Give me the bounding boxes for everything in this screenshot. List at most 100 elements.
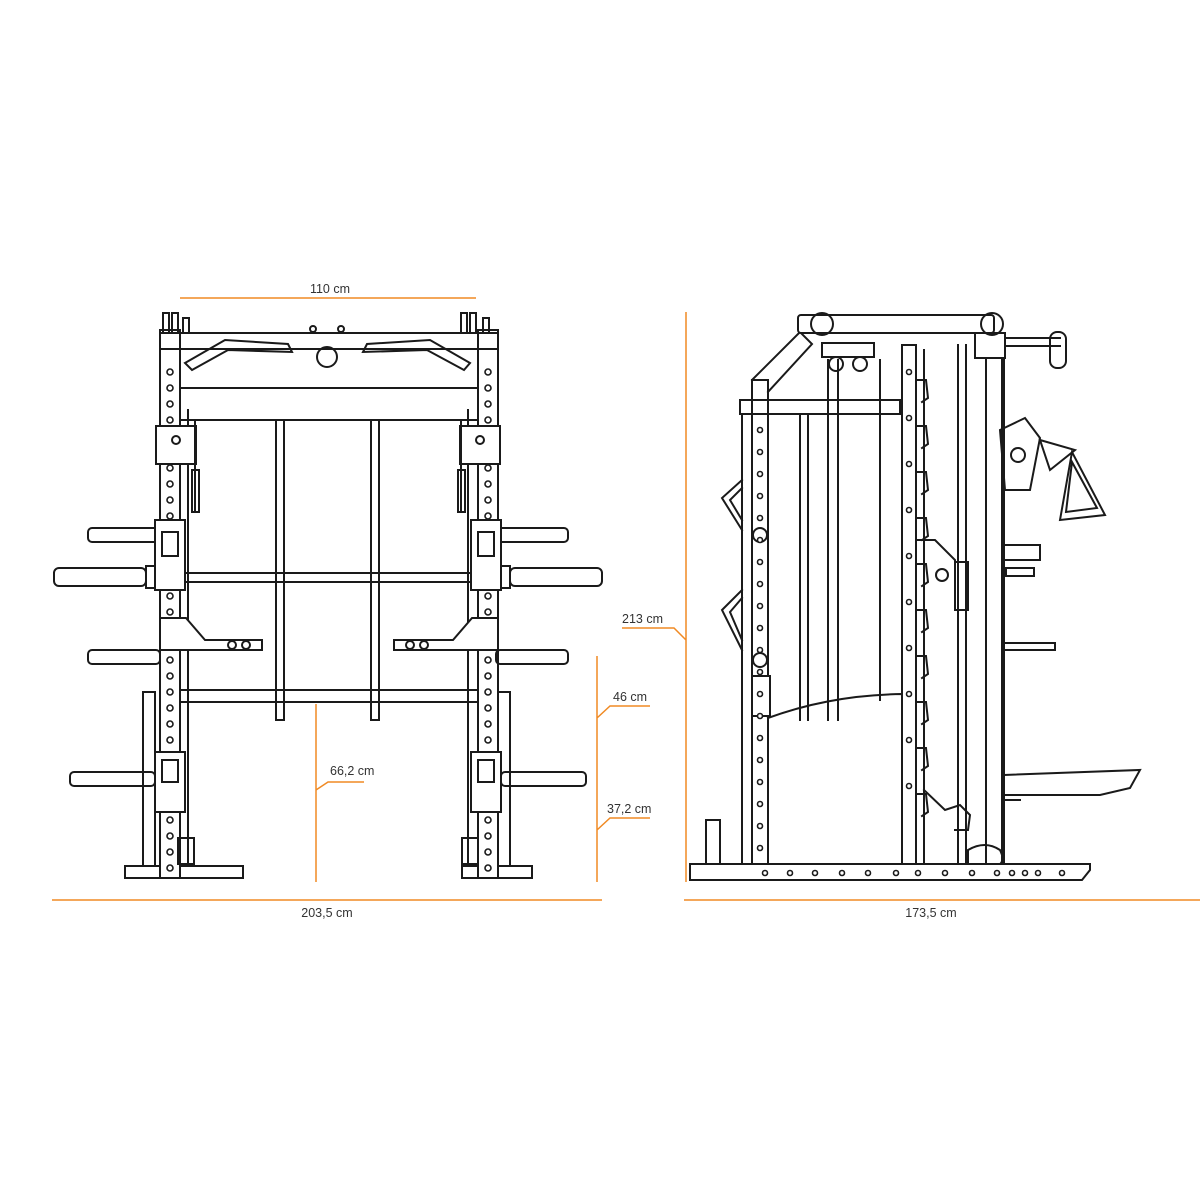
side-stop <box>705 819 721 865</box>
post-holes <box>756 426 764 852</box>
hole <box>484 704 492 712</box>
hole <box>166 848 174 856</box>
hole <box>905 368 913 376</box>
hole <box>756 470 764 478</box>
left-upper-horn <box>87 527 161 543</box>
center-guide-left <box>275 419 285 721</box>
hole <box>838 869 846 877</box>
dim-label-side-depth: 173,5 cm <box>905 906 956 920</box>
dim-line-spotter-heights <box>596 656 650 882</box>
pulley <box>852 356 868 372</box>
bolt <box>475 435 485 445</box>
j-hook <box>915 563 930 588</box>
hole <box>756 844 764 852</box>
side-smith-hook <box>917 539 969 611</box>
hole <box>756 558 764 566</box>
j-hook <box>915 747 930 772</box>
hole <box>484 720 492 728</box>
hole <box>484 816 492 824</box>
hole <box>484 848 492 856</box>
hole <box>756 448 764 456</box>
hole <box>166 832 174 840</box>
hole <box>905 414 913 422</box>
dim-line-bar-height <box>315 704 364 882</box>
bolt <box>227 640 237 650</box>
hole <box>756 734 764 742</box>
side-angled-top <box>750 330 814 394</box>
hole <box>166 864 174 872</box>
hole <box>892 869 900 877</box>
cap <box>460 312 468 334</box>
bolt <box>419 640 429 650</box>
hole <box>1021 869 1029 877</box>
side-mid-bar <box>739 399 901 415</box>
bolt <box>337 325 345 333</box>
j-hook <box>915 425 930 450</box>
hole <box>756 712 764 720</box>
top-pulley <box>316 346 338 368</box>
left-mid-horn <box>87 649 161 665</box>
hole <box>905 460 913 468</box>
pullup-grip <box>1049 331 1067 369</box>
side-rear-tray <box>1003 768 1142 796</box>
hole <box>166 496 174 504</box>
hole <box>905 598 913 606</box>
cap <box>162 312 170 334</box>
side-tricep-rope <box>1058 448 1107 522</box>
top-crossbar <box>159 332 499 350</box>
hole <box>756 756 764 764</box>
hole <box>905 736 913 744</box>
hole <box>1058 869 1066 877</box>
j-hook <box>915 379 930 404</box>
hole <box>484 736 492 744</box>
left-pullup-handle <box>183 338 294 372</box>
hole <box>166 400 174 408</box>
right-pullup-handle <box>361 338 472 372</box>
hole <box>756 778 764 786</box>
dim-label-top-width: 110 cm <box>310 282 350 296</box>
hole <box>761 869 769 877</box>
slot <box>161 531 179 557</box>
hole <box>756 624 764 632</box>
left-cable-handle <box>191 469 200 513</box>
hole <box>756 602 764 610</box>
hole <box>905 506 913 514</box>
barbell-left-sleeve <box>53 567 147 587</box>
pulley <box>1010 447 1026 463</box>
bolt <box>309 325 317 333</box>
side-lower-hook <box>922 788 972 831</box>
hole <box>756 690 764 698</box>
hole <box>166 688 174 696</box>
dim-label-total-height: 213 cm <box>622 612 663 626</box>
cap <box>469 312 477 334</box>
hole <box>484 656 492 664</box>
j-hook <box>915 471 930 496</box>
hole <box>1008 869 1016 877</box>
hole <box>484 608 492 616</box>
side-rear-horn-1 <box>1003 544 1041 561</box>
bolt <box>171 435 181 445</box>
hole <box>484 400 492 408</box>
dim-label-spotter-lower: 37,2 cm <box>607 802 651 816</box>
hole <box>484 384 492 392</box>
side-view <box>689 312 1142 881</box>
bolt <box>241 640 251 650</box>
hole <box>756 514 764 522</box>
dip-handle-upper <box>720 478 744 532</box>
bottom-pulley <box>177 837 195 865</box>
cap <box>182 317 190 334</box>
right-upper-horn <box>495 527 569 543</box>
upright-holes <box>166 368 492 872</box>
hole <box>166 480 174 488</box>
hole <box>484 832 492 840</box>
hole <box>166 704 174 712</box>
hole <box>811 869 819 877</box>
barbell-right-sleeve <box>509 567 603 587</box>
hole <box>166 816 174 824</box>
left-spotter-arm <box>159 617 263 651</box>
dim-label-bar-height: 66,2 cm <box>330 764 374 778</box>
j-hook <box>915 701 930 726</box>
side-pulley-housing <box>998 416 1042 491</box>
hole <box>993 869 1001 877</box>
